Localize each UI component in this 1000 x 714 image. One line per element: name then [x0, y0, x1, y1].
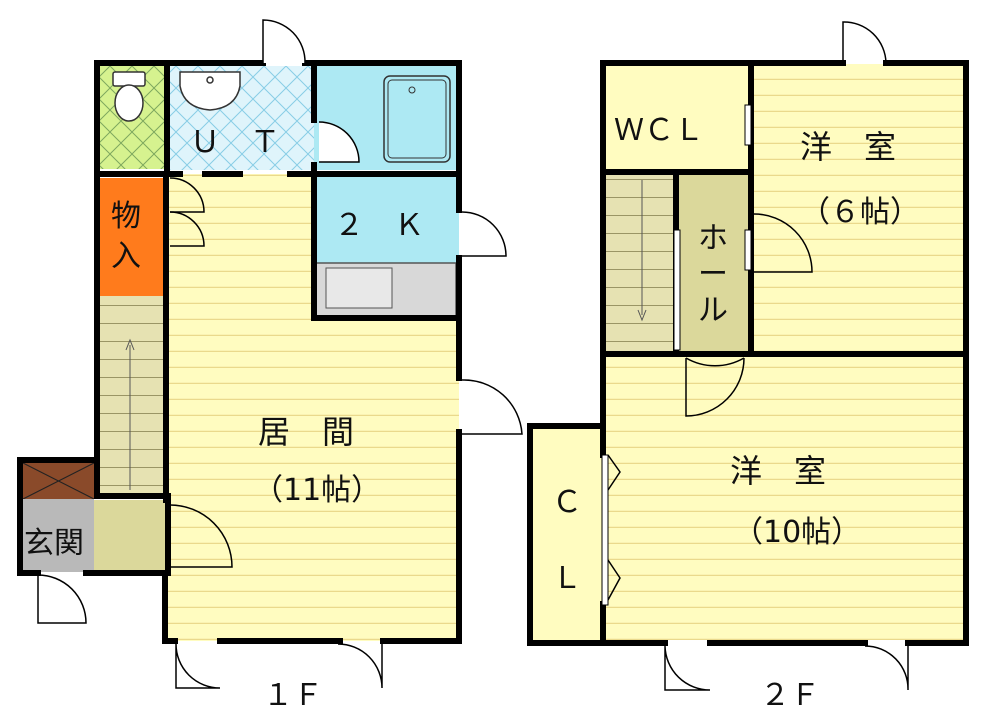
hall-label-2: ー: [698, 257, 728, 292]
closet-label-2: Ｌ: [552, 561, 582, 596]
hall-label-3: ル: [698, 293, 728, 328]
kitchen-label: ２ Ｋ: [334, 208, 424, 243]
room1-size-label: （６帖）: [800, 195, 920, 230]
closet-2f: [533, 428, 604, 640]
ut-label: Ｕ Ｔ: [190, 125, 280, 160]
hall-label-1: ホ: [698, 221, 728, 256]
stairs-1f: [100, 296, 166, 496]
entrance-floor: [23, 499, 94, 572]
wcl-room: [604, 64, 749, 170]
storage-label-2: 入: [111, 239, 141, 274]
toilet-icon: [112, 71, 146, 122]
sink-icon: [179, 71, 241, 111]
living-name-label: 居 間: [258, 413, 354, 451]
storage-label-1: 物: [111, 199, 141, 234]
floor-2-label: ２Ｆ: [760, 678, 820, 713]
floor-1-label: １Ｆ: [263, 678, 323, 713]
walls-1f: [17, 60, 462, 644]
walls-2f: [527, 60, 969, 646]
entrance-label: 玄関: [24, 526, 84, 561]
bathtub-icon: [383, 75, 451, 163]
room2-size-label: （10帖）: [733, 515, 861, 550]
living-size-label: （11帖）: [253, 473, 381, 508]
room2-name-label: 洋 室: [730, 452, 826, 490]
entrance-hall: [94, 500, 167, 572]
wcl-label: ＷＣＬ: [614, 113, 704, 148]
doors-1f: [37, 19, 523, 689]
closet-label-1: Ｃ: [552, 485, 582, 520]
floor-1: Ｕ Ｔ ２ Ｋ 物 入 居 間 （11帖） 玄関 １Ｆ: [17, 19, 523, 713]
doors-2f: [607, 21, 909, 691]
western-room-10: [604, 356, 964, 640]
room1-name-label: 洋 室: [800, 128, 896, 166]
storage-closet: [100, 178, 163, 310]
hall-2f: [678, 174, 750, 352]
western-room-6: [752, 64, 964, 353]
floor-2: ＷＣＬ 洋 室 （６帖） ホ ー ル 洋 室 （10帖） Ｃ Ｌ ２Ｆ: [527, 21, 969, 713]
